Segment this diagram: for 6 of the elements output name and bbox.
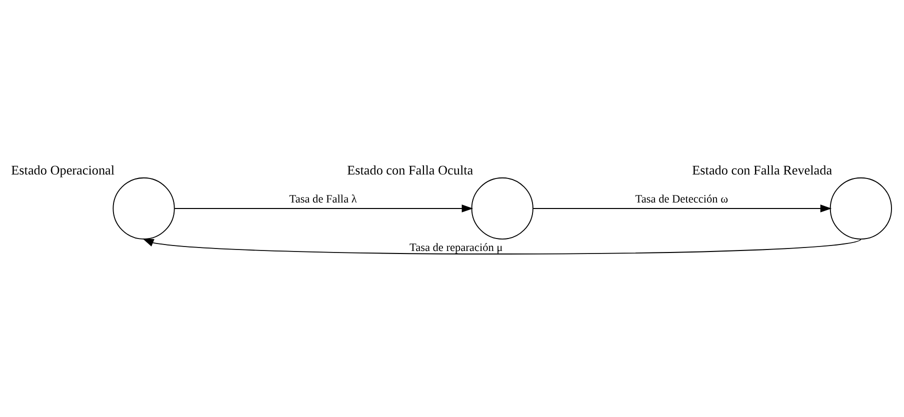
edge-label: Tasa de Falla λ [289, 192, 357, 205]
edge-label: Tasa de reparación μ [409, 241, 503, 254]
node-label: Estado con Falla Oculta [347, 162, 474, 177]
node-label: Estado con Falla Revelada [692, 162, 832, 177]
node-label: Estado Operacional [11, 162, 115, 177]
edge-label: Tasa de Detección ω [635, 192, 728, 205]
